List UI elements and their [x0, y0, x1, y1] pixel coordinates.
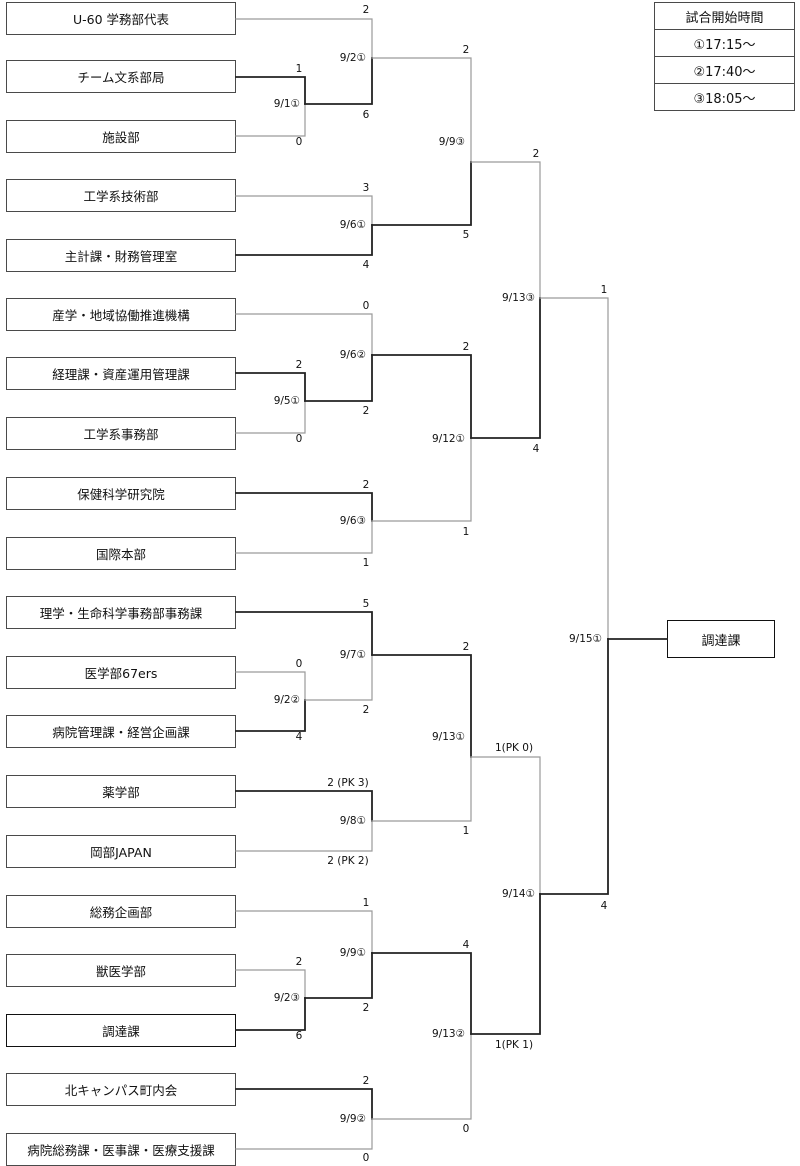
team-box: 病院管理課・経営企画課 [6, 715, 236, 748]
score-top: 2 [363, 4, 370, 16]
score-top: 5 [363, 598, 370, 610]
score-top: 2 [463, 44, 470, 56]
score-bottom: 4 [533, 443, 540, 455]
team-box: 調達課 [6, 1014, 236, 1047]
team-box: 経理課・資産運用管理課 [6, 357, 236, 390]
team-box: チーム文系部局 [6, 60, 236, 93]
team-box: 総務企画部 [6, 895, 236, 928]
match-date: 9/9② [340, 1113, 366, 1125]
match-date: 9/8① [340, 815, 366, 827]
score-bottom: 2 [363, 704, 370, 716]
team-box: 産学・地域協働推進機構 [6, 298, 236, 331]
score-bottom: 4 [296, 731, 303, 743]
score-top: 3 [363, 182, 370, 194]
match-date: 9/1① [274, 98, 300, 110]
score-bottom: 1 [363, 557, 370, 569]
score-bottom: 4 [363, 259, 370, 271]
match-date: 9/2① [340, 52, 366, 64]
team-box: 保健科学研究院 [6, 477, 236, 510]
match-date: 9/14① [502, 888, 535, 900]
schedule-slot-1: ①17:15〜 [655, 29, 794, 56]
team-box: 工学系技術部 [6, 179, 236, 212]
score-bottom: 6 [363, 109, 370, 121]
score-top: 2 [463, 641, 470, 653]
score-bottom: 0 [296, 433, 303, 445]
team-box: 主計課・財務管理室 [6, 239, 236, 272]
score-bottom: 2 [363, 1002, 370, 1014]
match-date: 9/6② [340, 349, 366, 361]
score-top: 2 [296, 956, 303, 968]
score-top: 2 [363, 1075, 370, 1087]
score-bottom: 0 [363, 1152, 370, 1164]
score-top: 1 [601, 284, 608, 296]
score-top: 2 (PK 3) [327, 777, 368, 789]
score-bottom: 2 [363, 405, 370, 417]
score-top: 1(PK 0) [495, 742, 533, 754]
score-bottom: 6 [296, 1030, 303, 1042]
score-top: 2 [533, 148, 540, 160]
team-box: 獣医学部 [6, 954, 236, 987]
schedule-slot-3: ③18:05〜 [655, 83, 794, 110]
score-top: 2 [463, 341, 470, 353]
score-top: 0 [296, 658, 303, 670]
score-bottom: 5 [463, 229, 470, 241]
score-top: 1 [296, 63, 303, 75]
score-bottom: 1(PK 1) [495, 1039, 533, 1051]
match-date: 9/2② [274, 694, 300, 706]
score-bottom: 2 (PK 2) [327, 855, 368, 867]
match-date: 9/13② [432, 1028, 465, 1040]
match-date: 9/13③ [502, 292, 535, 304]
match-date: 9/9③ [439, 136, 465, 148]
team-box: 医学部67ers [6, 656, 236, 689]
team-box: U-60 学務部代表 [6, 2, 236, 35]
match-date: 9/6① [340, 219, 366, 231]
schedule-title: 試合開始時間 [685, 10, 764, 26]
team-box: 薬学部 [6, 775, 236, 808]
champion-box: 調達課 [667, 620, 775, 658]
schedule-slot-2: ②17:40〜 [655, 56, 794, 83]
score-bottom: 1 [463, 526, 470, 538]
team-box: 工学系事務部 [6, 417, 236, 450]
score-top: 4 [463, 939, 470, 951]
score-bottom: 1 [463, 825, 470, 837]
match-date: 9/9① [340, 947, 366, 959]
match-date: 9/2③ [274, 992, 300, 1004]
match-date: 9/15① [569, 633, 602, 645]
score-top: 0 [363, 300, 370, 312]
match-date: 9/7① [340, 649, 366, 661]
score-top: 1 [363, 897, 370, 909]
score-bottom: 0 [463, 1123, 470, 1135]
schedule-table: 試合開始時間 ①17:15〜 ②17:40〜 ③18:05〜 [654, 2, 795, 111]
score-top: 2 [363, 479, 370, 491]
team-box: 理学・生命科学事務部事務課 [6, 596, 236, 629]
team-box: 国際本部 [6, 537, 236, 570]
score-bottom: 0 [296, 136, 303, 148]
match-date: 9/13① [432, 731, 465, 743]
match-date: 9/5① [274, 395, 300, 407]
match-date: 9/12① [432, 433, 465, 445]
match-date: 9/6③ [340, 515, 366, 527]
score-top: 2 [296, 359, 303, 371]
team-box: 施設部 [6, 120, 236, 153]
score-bottom: 4 [601, 900, 608, 912]
team-box: 病院総務課・医事課・医療支援課 [6, 1133, 236, 1166]
team-box: 岡部JAPAN [6, 835, 236, 868]
